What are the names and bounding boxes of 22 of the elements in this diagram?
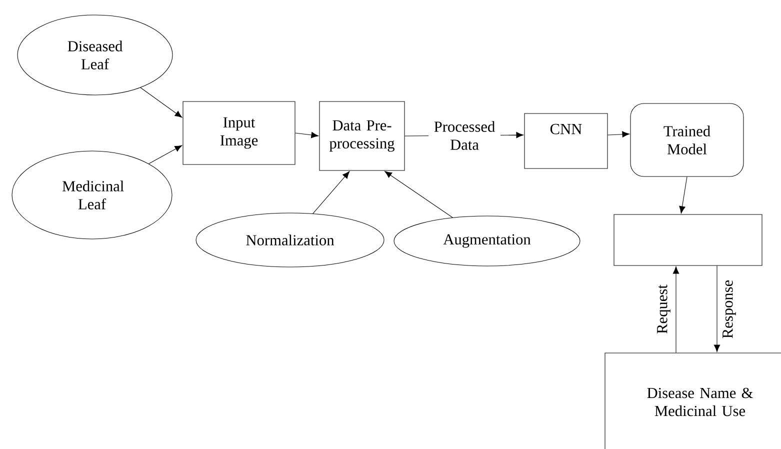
output-box: Disease Name & Medicinal Use <box>604 352 781 449</box>
process-box: Data Pre-processing <box>319 101 405 171</box>
process-box: CNN <box>524 113 608 169</box>
arrow <box>148 145 182 164</box>
arrow <box>679 176 688 214</box>
ellipse-node: Normalization <box>196 212 384 268</box>
edge-label: Request <box>657 284 670 334</box>
arrow <box>384 171 453 218</box>
arrow <box>295 132 319 138</box>
arrow <box>140 87 182 118</box>
ellipse-node: Augmentation <box>394 216 580 266</box>
process-box: Input Image <box>182 101 296 165</box>
edge-label: Processed Data <box>428 120 500 152</box>
arrow <box>672 266 680 353</box>
ellipse-node: Diseased Leaf <box>17 14 173 96</box>
rounded-box: Trained Model <box>630 103 744 177</box>
arrow <box>312 171 350 214</box>
arrow <box>714 266 720 352</box>
edge-label: Response <box>722 280 736 338</box>
ellipse-node: Medicinal Leaf <box>12 150 172 240</box>
process-box <box>614 214 762 266</box>
arrow <box>608 131 630 138</box>
